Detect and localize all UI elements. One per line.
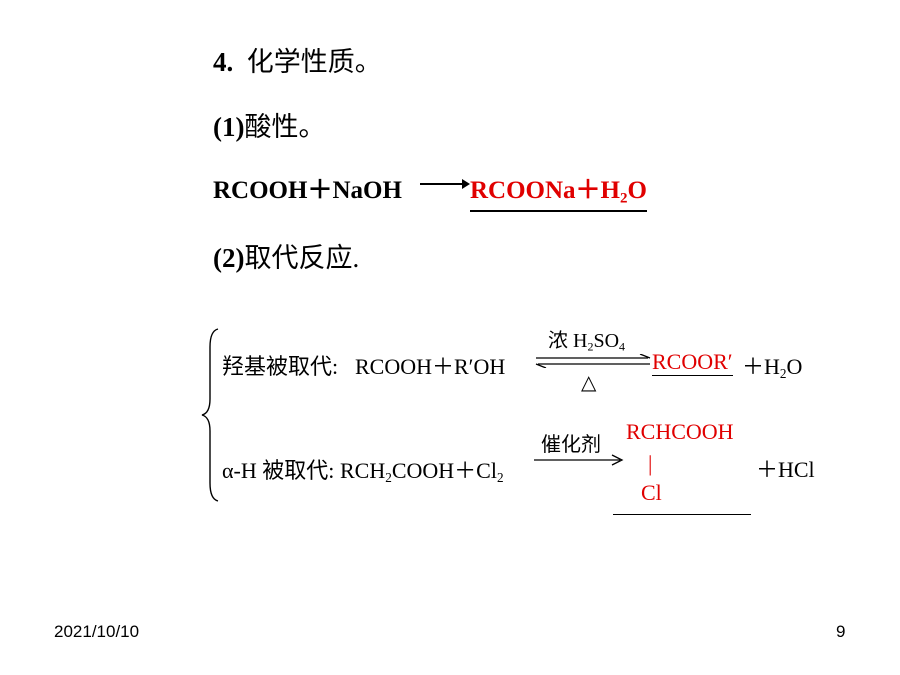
- item-substitution-label: (2): [213, 243, 245, 273]
- page-number: 9: [836, 622, 846, 641]
- rxn1-byproduct: ＋H2O: [742, 354, 803, 381]
- rxn1-condition-above: 浓 H2SO4: [548, 330, 626, 354]
- section-title: 化学性质。: [246, 47, 382, 77]
- arrow-icon: [420, 179, 470, 189]
- item-acidity-text: 酸性。: [244, 112, 326, 142]
- item-acidity: (1)酸性。: [213, 105, 325, 144]
- rxn1-label: 羟基被取代:: [222, 354, 339, 379]
- rxn2-byproduct: ＋HCl: [756, 457, 815, 482]
- item-acidity-label: (1): [213, 112, 245, 142]
- equilibrium-arrow-icon: [535, 354, 651, 368]
- rxn2-product-top: RCHCOOH: [626, 419, 734, 444]
- rxn2-label: α-H 被取代:: [222, 458, 335, 483]
- rxn2-reactants: RCH2COOH＋Cl2: [340, 458, 504, 485]
- rxn2-catalyst: 催化剂: [541, 434, 601, 456]
- rxn1-heat-symbol: △: [581, 372, 597, 394]
- eq1-product: RCOONa＋H2O: [470, 170, 647, 212]
- rxn2-arrow-icon: [534, 454, 624, 466]
- equation-neutralization: RCOOH＋NaOH: [213, 170, 402, 206]
- item-substitution-text: 取代反应.: [244, 243, 360, 273]
- rxn1-product: RCOOR′: [652, 349, 733, 376]
- section-number: 4: [213, 47, 227, 77]
- section-dot: .: [226, 47, 234, 77]
- rxn1-reactants: RCOOH＋R′OH: [355, 354, 506, 379]
- rxn2-product-bond: |: [648, 451, 653, 476]
- footer-date: 2021/10/10: [54, 622, 140, 641]
- rxn2-product-bottom: Cl: [641, 480, 662, 505]
- item-substitution: (2)取代反应.: [213, 236, 359, 275]
- rxn2-answer-underline: [613, 514, 751, 515]
- section-heading: 4. 化学性质。: [213, 40, 382, 79]
- eq1-reactants: RCOOH＋NaOH: [213, 177, 402, 204]
- curly-brace-icon: [201, 328, 219, 502]
